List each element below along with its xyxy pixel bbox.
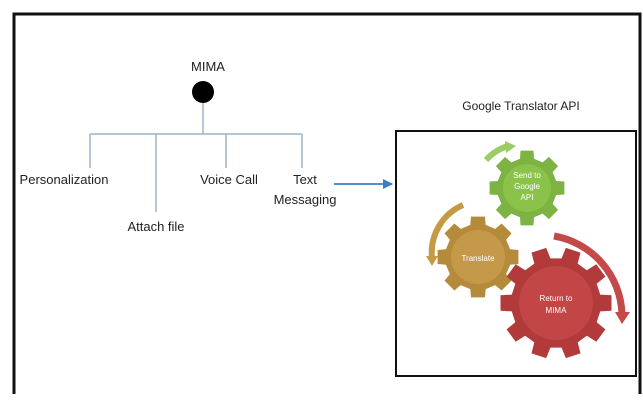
- gear-translate-line1: Translate: [461, 254, 495, 263]
- gear-return-hub: [519, 266, 593, 340]
- feature-personalization: Personalization: [20, 172, 109, 187]
- gear-translate-hub: [451, 230, 505, 284]
- gear-send-line1: Send to: [513, 171, 541, 180]
- gear-translate: Translate: [437, 216, 519, 298]
- gear-send-line3: API: [521, 193, 534, 202]
- gear-return-line1: Return to: [540, 294, 573, 303]
- feature-messaging-label: Messaging: [274, 192, 337, 207]
- root-label: MIMA: [191, 59, 225, 74]
- gear-send-to-google: Send to Google API: [489, 150, 565, 226]
- gear-send-line2: Google: [514, 182, 540, 191]
- cycle-arrow-green-head: [505, 141, 516, 153]
- outer-frame: [12, 12, 642, 394]
- cycle-arrow-brown: [428, 202, 465, 259]
- root-node-dot: [192, 81, 214, 103]
- cycle-arrow-red-head: [615, 312, 630, 324]
- feature-attach-file: Attach file: [127, 219, 184, 234]
- gear-send-hub: [503, 164, 551, 212]
- api-title: Google Translator API: [462, 99, 579, 113]
- feature-text-label: Text: [293, 172, 317, 187]
- gear-return-to-mima: Return to MIMA: [500, 247, 612, 359]
- cycle-arrow-brown-head: [426, 256, 438, 266]
- cycle-arrow-red: [553, 232, 626, 315]
- feature-voice-call: Voice Call: [200, 172, 258, 187]
- gear-return-line2: MIMA: [546, 306, 568, 315]
- tree-connectors: [89, 103, 303, 212]
